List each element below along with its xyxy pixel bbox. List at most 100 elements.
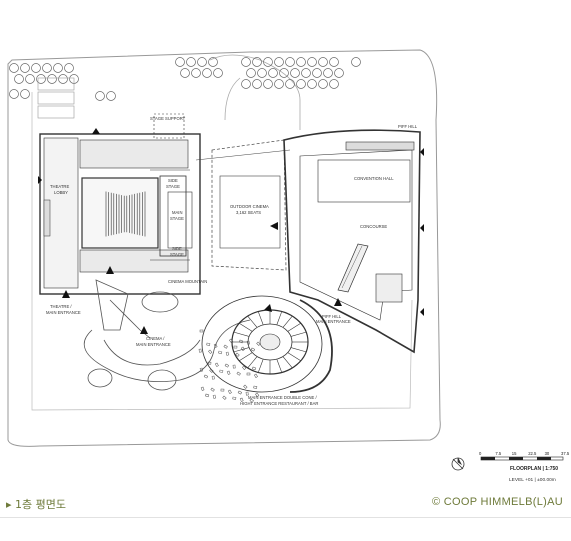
entrance-arrows bbox=[38, 128, 424, 334]
plaza-tile bbox=[242, 365, 247, 370]
label-cinema-mountain: CINEMA MOUNTAIN bbox=[168, 279, 207, 284]
cone-spoke bbox=[247, 315, 258, 328]
plaza-tile bbox=[243, 384, 248, 389]
plaza-tile bbox=[206, 342, 211, 346]
tree-icon bbox=[25, 74, 35, 84]
cone-spoke bbox=[257, 359, 264, 373]
tree-icon bbox=[20, 89, 30, 99]
tree-icon bbox=[252, 79, 262, 89]
tree-icon bbox=[9, 89, 19, 99]
cone-spoke bbox=[239, 322, 253, 332]
plaza-tile bbox=[223, 344, 228, 349]
tree-icon bbox=[53, 63, 63, 73]
plaza-tile bbox=[207, 361, 212, 365]
plaza-tile bbox=[227, 389, 232, 394]
plaza-tile bbox=[198, 348, 202, 353]
tree-icon bbox=[20, 63, 30, 73]
label-cinema-entrance-1: CINEMA / bbox=[146, 336, 165, 341]
plan-labels: STAGE SUPPORT PIFF HILL THEATRE LOBBY SI… bbox=[46, 116, 418, 406]
plaza-tile bbox=[200, 386, 205, 391]
cinema-mountain bbox=[83, 279, 251, 391]
label-piff-hill-top: PIFF HILL bbox=[398, 124, 418, 129]
tree-icon bbox=[279, 68, 289, 78]
cone-spoke bbox=[282, 356, 293, 369]
plaza-tile bbox=[252, 366, 257, 371]
tree-icon bbox=[31, 63, 41, 73]
tree-icon bbox=[95, 91, 105, 101]
tree-icon bbox=[180, 68, 190, 78]
auditorium-seating bbox=[105, 191, 146, 237]
plaza-tile bbox=[236, 371, 241, 376]
label-cinema-entrance-2: MAIN ENTRANCE bbox=[136, 342, 171, 347]
cone-spoke bbox=[233, 347, 250, 353]
label-double-cone-2: HIGHT ENTRANCE RESTAURANT / BAR bbox=[240, 401, 318, 406]
cone-spoke bbox=[287, 322, 301, 332]
plaza-tile bbox=[253, 385, 258, 389]
cone-spoke bbox=[290, 347, 307, 353]
plaza-tile bbox=[211, 375, 215, 380]
tree-icon bbox=[246, 68, 256, 78]
tree-icon bbox=[296, 57, 306, 67]
label-piff-hill-entrance-1: PIFF HILL bbox=[322, 314, 342, 319]
plaza-tile bbox=[232, 364, 236, 369]
label-stage-support: STAGE SUPPORT bbox=[150, 116, 186, 121]
tree-icon bbox=[241, 79, 251, 89]
label-outdoor-cinema-1: OUTDOOR CINEMA bbox=[230, 204, 269, 209]
tree-icon bbox=[285, 57, 295, 67]
plaza-tile bbox=[210, 387, 215, 392]
plaza-tile bbox=[240, 346, 245, 351]
scale-tick-label: 0 bbox=[479, 451, 482, 456]
plaza-tile bbox=[218, 350, 223, 355]
tree-icon bbox=[186, 57, 196, 67]
tree-icon bbox=[175, 57, 185, 67]
plaza-tile bbox=[222, 395, 227, 400]
cone-spoke bbox=[247, 356, 258, 369]
plaza-tile bbox=[219, 369, 224, 373]
tree-icon bbox=[318, 79, 328, 89]
plaza-tile bbox=[199, 329, 204, 333]
plaza-tile bbox=[239, 397, 244, 402]
tree-icon bbox=[351, 57, 361, 67]
plaza-tile bbox=[249, 398, 254, 403]
plaza-tile bbox=[232, 396, 237, 400]
tree-icon bbox=[36, 74, 46, 84]
cone-spoke bbox=[239, 352, 253, 362]
tree-icon bbox=[290, 68, 300, 78]
tree-icon bbox=[329, 57, 339, 67]
plaza-tile bbox=[233, 345, 238, 349]
plaza-tile bbox=[246, 340, 250, 345]
tree-icon bbox=[14, 74, 24, 84]
plaza-tile bbox=[237, 390, 243, 395]
tree-icon bbox=[285, 79, 295, 89]
label-side-stage-top-1: SIDE bbox=[168, 178, 178, 183]
tree-icon bbox=[301, 68, 311, 78]
tree-icon bbox=[9, 63, 19, 73]
credit: © COOP HIMMELB(L)AU bbox=[432, 496, 563, 508]
tree-icon bbox=[197, 57, 207, 67]
scale-tick-label: 15 bbox=[512, 451, 517, 456]
label-concourse: CONCOURSE bbox=[360, 224, 387, 229]
tree-icon bbox=[307, 79, 317, 89]
label-theatre-entrance-1: THEATRE / bbox=[50, 304, 72, 309]
plaza-pattern bbox=[198, 329, 261, 403]
scale-tick-label: 7.5 bbox=[495, 451, 501, 456]
tree-icon bbox=[42, 63, 52, 73]
tree-icon bbox=[213, 68, 223, 78]
plaza-tile bbox=[238, 339, 244, 344]
label-convention-hall: CONVENTION HALL bbox=[354, 176, 394, 181]
tree-icon bbox=[329, 79, 339, 89]
plaza-tile bbox=[205, 393, 210, 398]
label-theatre-entrance-2: MAIN ENTRANCE bbox=[46, 310, 81, 315]
tree-icon bbox=[274, 79, 284, 89]
plaza-tile bbox=[226, 370, 231, 375]
tree-icon bbox=[323, 68, 333, 78]
tree-icon bbox=[274, 57, 284, 67]
label-double-cone-1: MAIN ENTRANCE DOUBLE CONE / bbox=[248, 395, 317, 400]
site-inner-boundary bbox=[31, 92, 413, 411]
plaza-tile bbox=[199, 367, 204, 372]
cone-spoke bbox=[282, 315, 293, 328]
tree-icon bbox=[241, 57, 251, 67]
plaza-tile bbox=[225, 351, 230, 356]
